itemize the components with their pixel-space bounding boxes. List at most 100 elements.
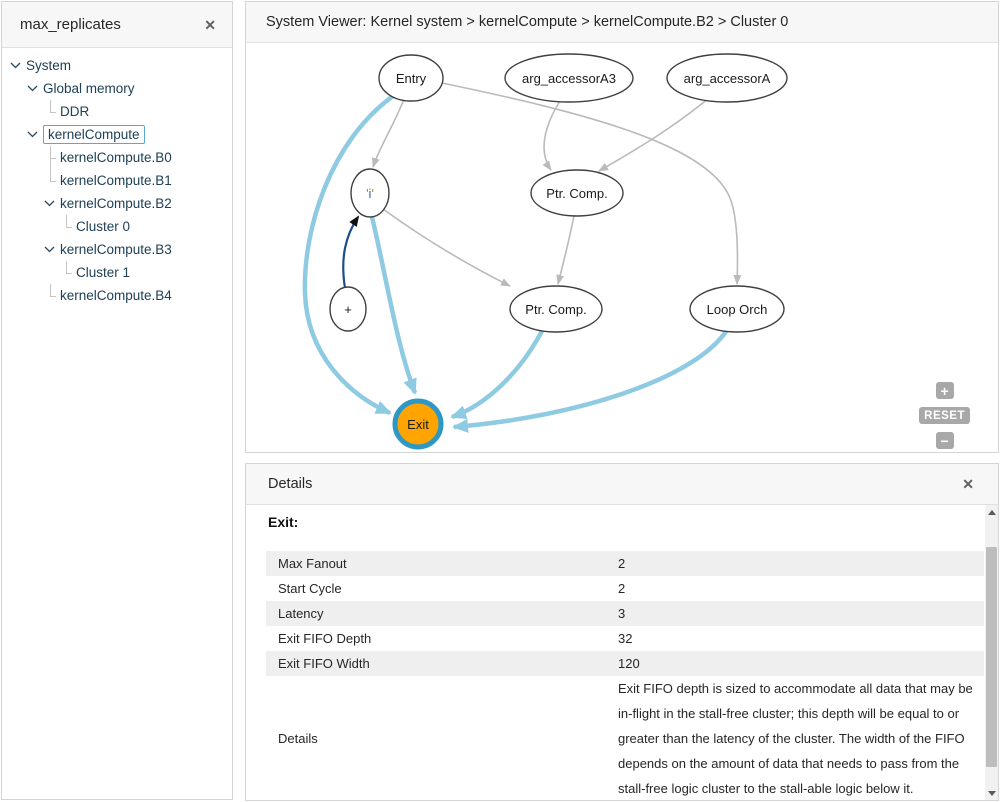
details-panel: Details ✕ Exit: Max Fanout 2 Start Cycle… bbox=[245, 463, 999, 801]
zoom-in-button[interactable]: + bbox=[935, 382, 954, 399]
row-value: 3 bbox=[618, 606, 626, 621]
svg-text:Ptr. Comp.: Ptr. Comp. bbox=[546, 186, 607, 201]
node-ptr-comp-top[interactable]: Ptr. Comp. bbox=[530, 169, 624, 217]
tree-connector bbox=[60, 261, 73, 284]
details-content: Exit: Max Fanout 2 Start Cycle 2 Latency… bbox=[246, 505, 998, 800]
tree-sidebar: max_replicates ✕ System Global memory DD… bbox=[1, 1, 233, 800]
tree-item-label: Cluster 0 bbox=[76, 219, 131, 234]
tree-item-label: kernelCompute.B0 bbox=[60, 150, 172, 165]
tree-item-label: kernelCompute.B1 bbox=[60, 173, 172, 188]
tree-item-label: kernelCompute.B4 bbox=[60, 288, 172, 303]
viewer-breadcrumb: System Viewer: Kernel system > kernelCom… bbox=[266, 14, 789, 30]
tree-item-kernelcompute-b0[interactable]: kernelCompute.B0 bbox=[2, 146, 232, 169]
tree-item-label: kernelCompute.B2 bbox=[60, 196, 172, 211]
zoom-controls: + RESET − bbox=[919, 382, 970, 449]
node-exit[interactable]: Exit bbox=[392, 398, 444, 450]
node-loop-orch[interactable]: Loop Orch bbox=[689, 285, 785, 333]
tree-item-cluster-1[interactable]: Cluster 1 bbox=[2, 261, 232, 284]
edge-ptrcomp-ptrcomp bbox=[556, 215, 575, 285]
scrollbar-thumb[interactable] bbox=[986, 547, 997, 767]
row-label: Start Cycle bbox=[278, 581, 342, 596]
chevron-down-icon[interactable] bbox=[44, 192, 57, 215]
tree-item-label: Cluster 1 bbox=[76, 265, 131, 280]
row-value: Exit FIFO depth is sized to accommodate … bbox=[618, 681, 973, 796]
tree-item-ddr[interactable]: DDR bbox=[2, 100, 232, 123]
zoom-reset-button[interactable]: RESET bbox=[919, 407, 970, 424]
edge-looporch-exit bbox=[452, 328, 729, 433]
graph-canvas[interactable]: Entry arg_accessorA3 arg_accessorA 'i' P… bbox=[246, 43, 998, 452]
svg-text:'i': 'i' bbox=[366, 186, 374, 201]
edge-argaccessora-ptrcomp bbox=[598, 97, 710, 172]
details-title: Details bbox=[268, 476, 313, 492]
tree-connector bbox=[44, 284, 57, 307]
table-row: Details Exit FIFO depth is sized to acco… bbox=[266, 676, 984, 800]
node-plus[interactable]: + bbox=[329, 286, 367, 332]
sidebar-title: max_replicates bbox=[20, 16, 121, 33]
svg-text:arg_accessorA: arg_accessorA bbox=[684, 71, 771, 86]
edge-entry-looporch bbox=[441, 82, 742, 285]
tree-connector bbox=[60, 215, 73, 238]
chevron-down-icon[interactable] bbox=[44, 238, 57, 261]
svg-text:Entry: Entry bbox=[396, 71, 427, 86]
tree-item-cluster-0[interactable]: Cluster 0 bbox=[2, 215, 232, 238]
tree-connector bbox=[44, 100, 57, 123]
node-i[interactable]: 'i' bbox=[350, 168, 390, 218]
edge-ptrcomp-exit bbox=[450, 327, 545, 420]
tree-item-label: System bbox=[26, 58, 72, 73]
node-arg-accessora3[interactable]: arg_accessorA3 bbox=[504, 53, 634, 103]
svg-text:+: + bbox=[344, 302, 352, 317]
row-value: 120 bbox=[618, 656, 640, 671]
scroll-up-icon[interactable] bbox=[985, 505, 998, 519]
edge-argaccessora3-ptrcomp bbox=[542, 100, 561, 171]
tree-item-label: DDR bbox=[60, 104, 90, 119]
tree-item-kernelcompute[interactable]: kernelCompute bbox=[2, 123, 232, 146]
viewer-header: System Viewer: Kernel system > kernelCom… bbox=[246, 2, 998, 43]
node-ptr-comp-bottom[interactable]: Ptr. Comp. bbox=[509, 285, 603, 333]
row-label: Exit FIFO Depth bbox=[278, 631, 372, 646]
table-row: Exit FIFO Depth 32 bbox=[266, 626, 984, 651]
cluster-graph: Entry arg_accessorA3 arg_accessorA 'i' P… bbox=[302, 53, 788, 450]
chevron-down-icon[interactable] bbox=[10, 54, 23, 77]
row-label: Max Fanout bbox=[278, 556, 347, 571]
system-viewer-panel: System Viewer: Kernel system > kernelCom… bbox=[245, 1, 999, 453]
close-icon[interactable]: ✕ bbox=[204, 16, 216, 33]
tree-connector bbox=[44, 146, 57, 169]
tree-item-global-memory[interactable]: Global memory bbox=[2, 77, 232, 100]
row-label: Latency bbox=[278, 606, 324, 621]
hierarchy-tree: System Global memory DDR kernelCompute k… bbox=[2, 48, 232, 307]
table-row: Exit FIFO Width 120 bbox=[266, 651, 984, 676]
details-scrollbar[interactable] bbox=[985, 505, 998, 800]
tree-item-kernelcompute-b3[interactable]: kernelCompute.B3 bbox=[2, 238, 232, 261]
details-header: Details ✕ bbox=[246, 464, 998, 505]
row-value: 2 bbox=[618, 581, 626, 596]
row-label: Exit FIFO Width bbox=[278, 656, 370, 671]
node-arg-accessora[interactable]: arg_accessorA bbox=[666, 53, 788, 103]
row-value: 32 bbox=[618, 631, 633, 646]
zoom-out-button[interactable]: − bbox=[935, 432, 954, 449]
details-node-heading: Exit: bbox=[268, 514, 299, 530]
table-row: Start Cycle 2 bbox=[266, 576, 984, 601]
close-icon[interactable]: ✕ bbox=[962, 476, 974, 492]
scroll-down-icon[interactable] bbox=[985, 786, 998, 800]
svg-text:Exit: Exit bbox=[407, 417, 429, 432]
tree-item-label: kernelCompute.B3 bbox=[60, 242, 172, 257]
svg-text:arg_accessorA3: arg_accessorA3 bbox=[522, 71, 616, 86]
chevron-down-icon[interactable] bbox=[27, 123, 40, 146]
svg-text:Loop Orch: Loop Orch bbox=[707, 302, 768, 317]
row-value: 2 bbox=[618, 556, 626, 571]
edge-plus-i bbox=[342, 215, 360, 289]
node-entry[interactable]: Entry bbox=[378, 54, 444, 102]
tree-connector bbox=[44, 169, 57, 192]
table-row: Latency 3 bbox=[266, 601, 984, 626]
edge-entry-exit bbox=[302, 94, 395, 416]
tree-item-label-selected: kernelCompute bbox=[43, 125, 145, 144]
details-table: Max Fanout 2 Start Cycle 2 Latency 3 Exi… bbox=[266, 551, 984, 800]
tree-item-kernelcompute-b2[interactable]: kernelCompute.B2 bbox=[2, 192, 232, 215]
tree-item-system[interactable]: System bbox=[2, 54, 232, 77]
tree-item-kernelcompute-b1[interactable]: kernelCompute.B1 bbox=[2, 169, 232, 192]
tree-item-kernelcompute-b4[interactable]: kernelCompute.B4 bbox=[2, 284, 232, 307]
row-label: Details bbox=[278, 731, 318, 746]
tree-item-label: Global memory bbox=[43, 81, 135, 96]
chevron-down-icon[interactable] bbox=[27, 77, 40, 100]
